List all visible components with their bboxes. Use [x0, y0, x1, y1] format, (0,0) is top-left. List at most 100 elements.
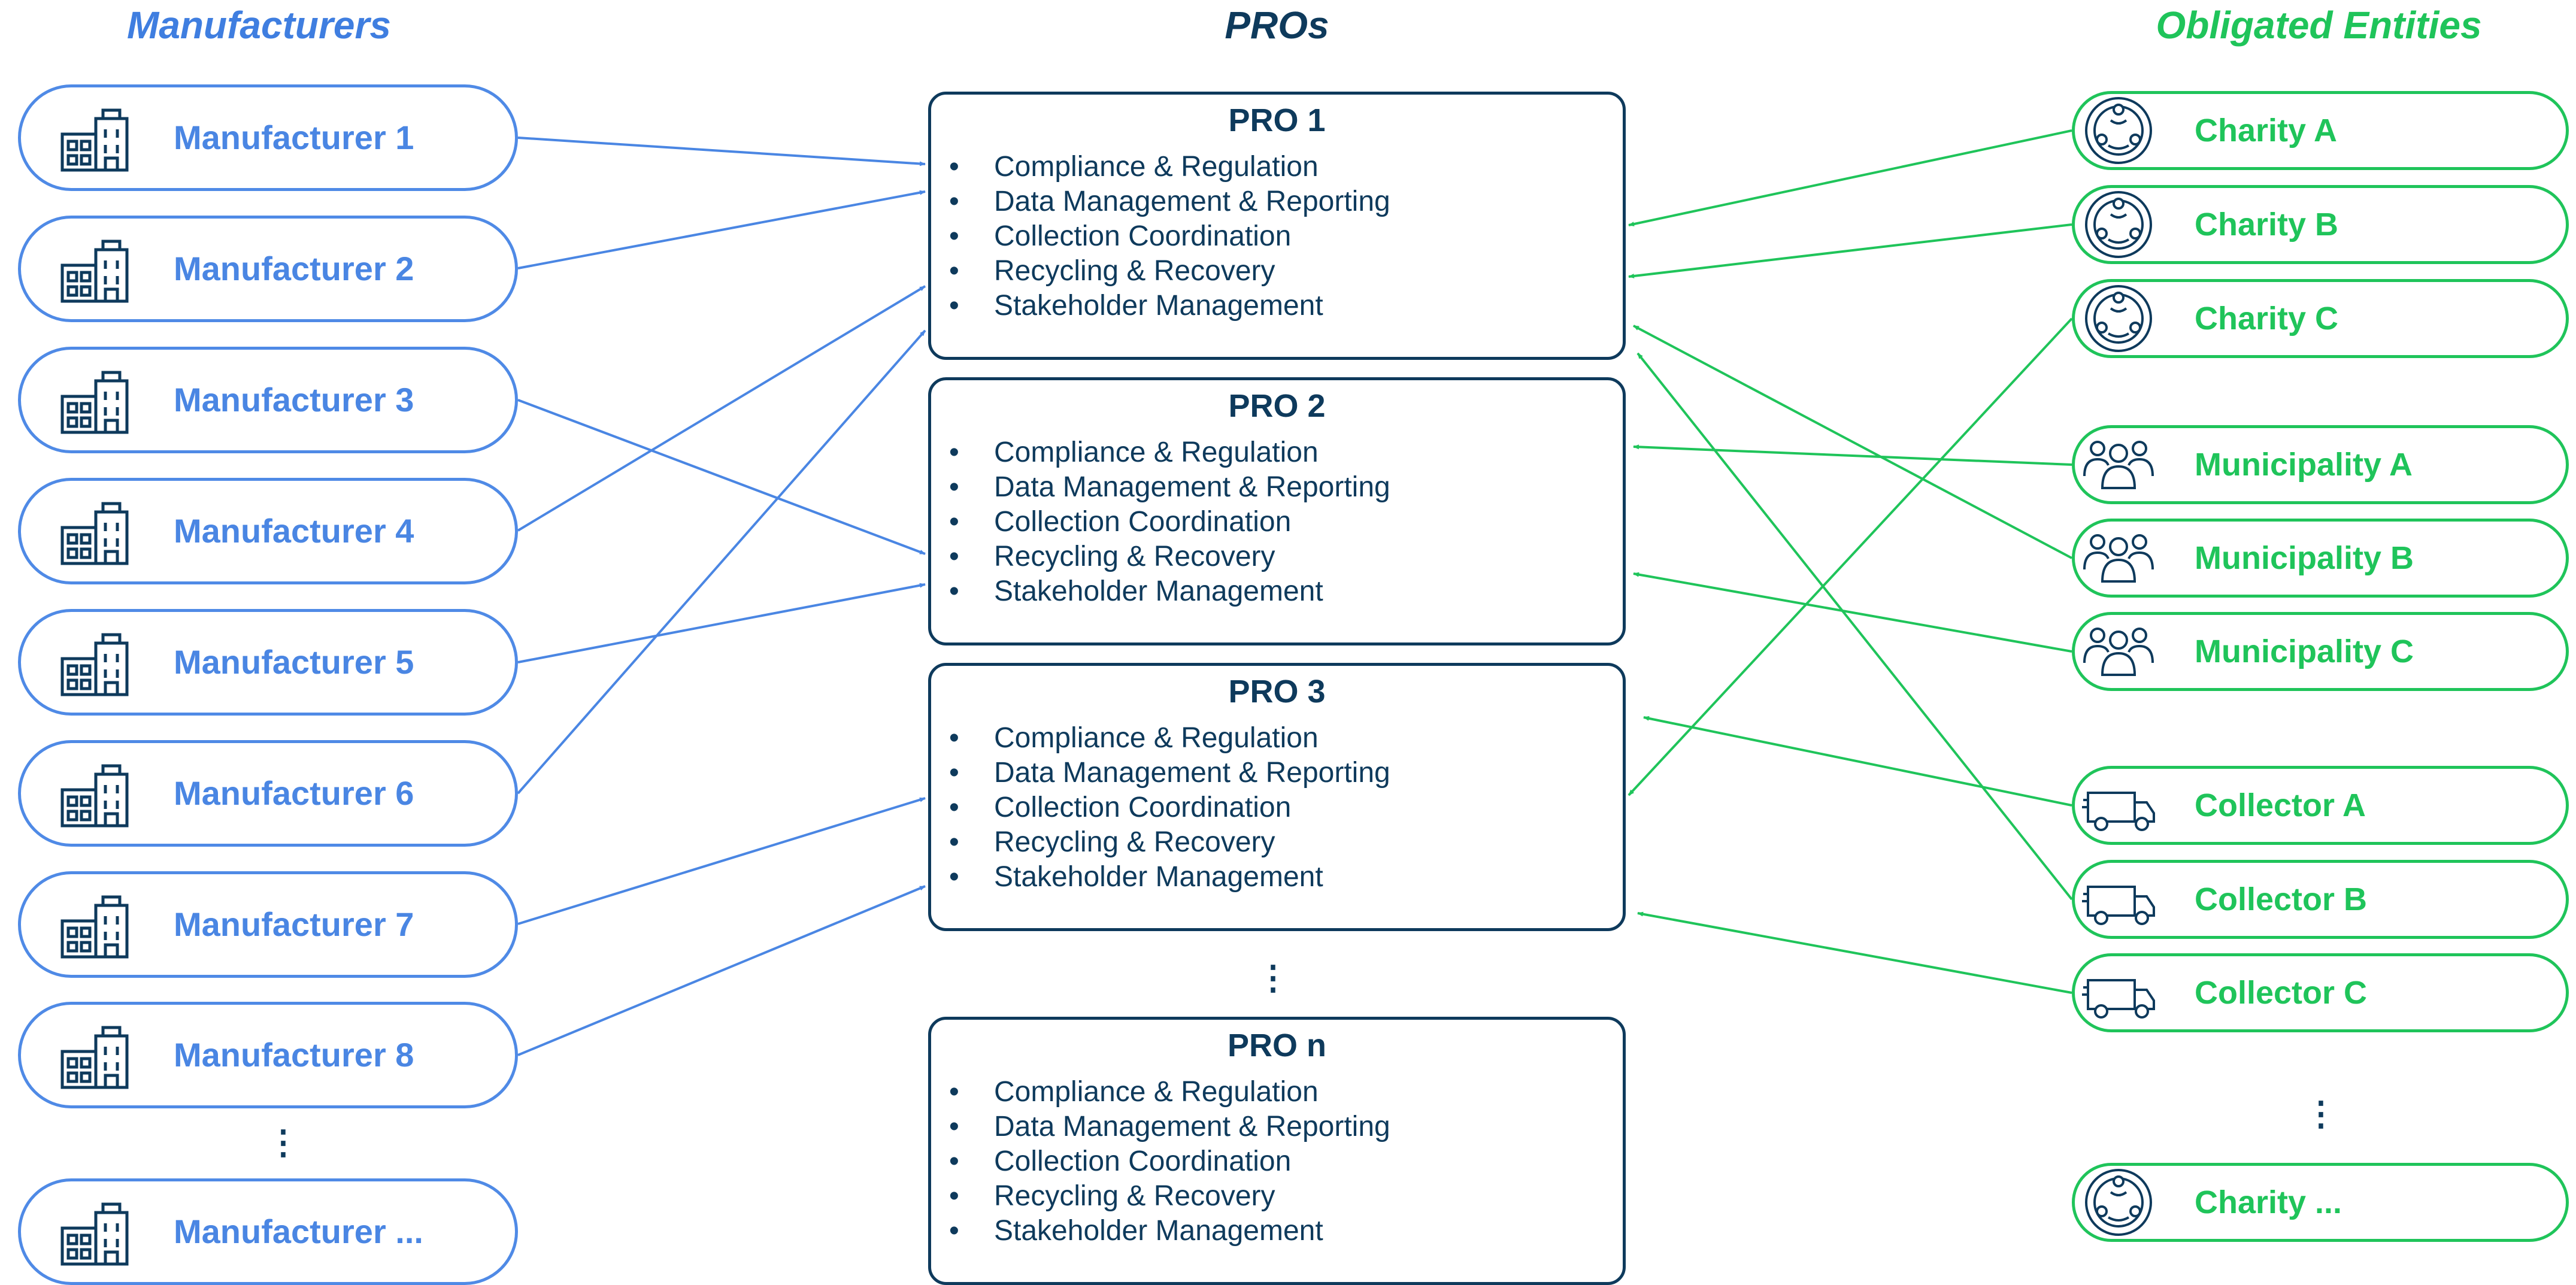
obligated-entity-node[interactable]: Municipality B [2072, 519, 2569, 598]
connection-manufacturer-7-pro-3 [517, 797, 926, 925]
manufacturer-label: Manufacturer 8 [174, 1036, 414, 1074]
pro-box[interactable]: PRO 3 •Compliance & Regulation •Data Man… [928, 663, 1626, 931]
list-item: •Data Management & Reporting [949, 757, 1390, 789]
people-group-icon [2080, 617, 2157, 686]
obligated-entity-label: Charity A [2195, 113, 2338, 148]
people-group-icon [2080, 524, 2157, 592]
building-icon [60, 895, 132, 960]
pros-column-title: PROs [1225, 4, 1329, 47]
building-icon [60, 370, 132, 436]
list-item: •Compliance & Regulation [949, 151, 1319, 183]
list-item: •Data Management & Reporting [949, 1111, 1390, 1142]
obligated-entity-label: Charity C [2195, 301, 2339, 337]
manufacturer-node[interactable]: Manufacturer 5 [18, 609, 518, 716]
connection-manufacturer-1-pro-1 [517, 137, 926, 166]
list-item: •Recycling & Recovery [949, 255, 1275, 287]
connection-manufacturer-3-pro-2 [517, 399, 926, 555]
connection-collector-c-pro-3 [1637, 911, 2072, 994]
list-item: •Stakeholder Management [949, 861, 1323, 893]
manufacturer-node[interactable]: Manufacturer 1 [18, 84, 518, 191]
manufacturer-node[interactable]: Manufacturer 8 [18, 1002, 518, 1108]
connection-collector-a-pro-3 [1643, 716, 2072, 807]
list-item: •Collection Coordination [949, 220, 1292, 252]
obligated-entity-node[interactable]: Collector B [2072, 860, 2569, 939]
building-icon [60, 1202, 132, 1268]
truck-icon [2080, 865, 2157, 934]
obligated-entity-node[interactable]: Municipality A [2072, 425, 2569, 504]
pro-box[interactable]: PRO 2 •Compliance & Regulation •Data Man… [928, 377, 1626, 645]
manufacturer-connections [517, 137, 926, 1056]
list-item: •Data Management & Reporting [949, 471, 1390, 503]
manufacturer-label: Manufacturer 3 [174, 381, 414, 419]
obligated-entity-node[interactable]: Charity A [2072, 91, 2569, 170]
manufacturer-label: Manufacturer 4 [174, 512, 414, 550]
obligated-entity-node[interactable]: Charity C [2072, 279, 2569, 358]
pro-box[interactable]: PRO 1 •Compliance & Regulation •Data Man… [928, 92, 1626, 360]
connection-manufacturer-8-pro-3 [517, 885, 926, 1056]
list-item: •Compliance & Regulation [949, 722, 1319, 754]
obligated-entity-node[interactable]: Collector C [2072, 953, 2569, 1032]
truck-icon [2080, 959, 2157, 1027]
manufacturer-node[interactable]: Manufacturer 4 [18, 478, 518, 584]
manufacturers-column-title: Manufacturers [127, 4, 391, 47]
pro-services-list: •Compliance & Regulation •Data Managemen… [949, 1075, 1390, 1248]
manufacturer-label: Manufacturer 7 [174, 905, 414, 943]
list-item: •Stakeholder Management [949, 1215, 1323, 1247]
list-item: •Recycling & Recovery [949, 1180, 1275, 1212]
obligated-entity-node[interactable]: Collector A [2072, 766, 2569, 845]
obligated-ellipsis: ⋮ [2304, 1095, 2338, 1132]
list-item: •Data Management & Reporting [949, 186, 1390, 217]
charity-icon [2080, 190, 2157, 259]
obligated-connections [1628, 129, 2073, 994]
obligated-entity-label: Municipality C [2195, 634, 2414, 669]
connection-manufacturer-2-pro-1 [517, 190, 926, 269]
connection-charity-c-pro-3 [1628, 317, 2073, 796]
connection-manufacturer-6-pro-1 [517, 329, 926, 795]
manufacturer-label: Manufacturer 2 [174, 250, 414, 287]
connection-municipality-a-pro-2 [1633, 444, 2072, 466]
connection-manufacturer-5-pro-2 [517, 583, 926, 663]
manufacturer-label: Manufacturer 6 [174, 774, 414, 812]
manufacturer-node[interactable]: Manufacturer 7 [18, 871, 518, 978]
obligated-entities-column-title: Obligated Entities [2156, 4, 2482, 47]
connection-manufacturer-4-pro-1 [517, 285, 926, 532]
pro-title: PRO 1 [1228, 102, 1326, 138]
manufacturer-node[interactable]: Manufacturer 6 [18, 740, 518, 847]
obligated-entity-label: Collector A [2195, 787, 2366, 823]
pro-services-list: •Compliance & Regulation •Data Managemen… [949, 150, 1390, 323]
obligated-entity-node[interactable]: Charity B [2072, 185, 2569, 264]
building-icon [60, 1025, 132, 1091]
manufacturer-node[interactable]: Manufacturer ... [18, 1178, 518, 1285]
pro-box[interactable]: PRO n •Compliance & Regulation •Data Man… [928, 1017, 1626, 1285]
list-item: •Stakeholder Management [949, 575, 1323, 607]
obligated-entity-label: Charity ... [2195, 1184, 2342, 1220]
obligated-entity-label: Charity B [2195, 207, 2339, 243]
charity-icon [2080, 284, 2157, 353]
pro-title: PRO 3 [1228, 674, 1326, 710]
manufacturer-node[interactable]: Manufacturer 2 [18, 216, 518, 322]
manufacturer-label: Manufacturer ... [174, 1213, 423, 1250]
manufacturer-label: Manufacturer 5 [174, 643, 414, 681]
manufacturer-node[interactable]: Manufacturer 3 [18, 347, 518, 453]
obligated-entity-label: Collector B [2195, 881, 2368, 917]
list-item: •Collection Coordination [949, 506, 1292, 538]
list-item: •Compliance & Regulation [949, 437, 1319, 468]
pro-services-list: •Compliance & Regulation •Data Managemen… [949, 435, 1390, 609]
people-group-icon [2080, 431, 2157, 499]
building-icon [60, 108, 132, 174]
obligated-entity-label: Municipality B [2195, 540, 2414, 576]
connection-charity-a-pro-1 [1628, 129, 2072, 227]
building-icon [60, 632, 132, 698]
obligated-entity-node[interactable]: Charity ... [2072, 1163, 2569, 1242]
manufacturer-ellipsis: ⋮ [266, 1123, 300, 1161]
connection-municipality-b-pro-1 [1633, 325, 2072, 559]
obligated-entity-label: Collector C [2195, 975, 2368, 1011]
charity-icon [2080, 96, 2157, 165]
obligated-entity-node[interactable]: Municipality C [2072, 612, 2569, 691]
pro-ellipsis: ⋮ [1256, 959, 1290, 996]
pro-title: PRO n [1227, 1028, 1326, 1063]
manufacturer-label: Manufacturer 1 [174, 119, 414, 156]
building-icon [60, 239, 132, 305]
list-item: •Compliance & Regulation [949, 1076, 1319, 1108]
connection-municipality-c-pro-2 [1633, 572, 2072, 653]
